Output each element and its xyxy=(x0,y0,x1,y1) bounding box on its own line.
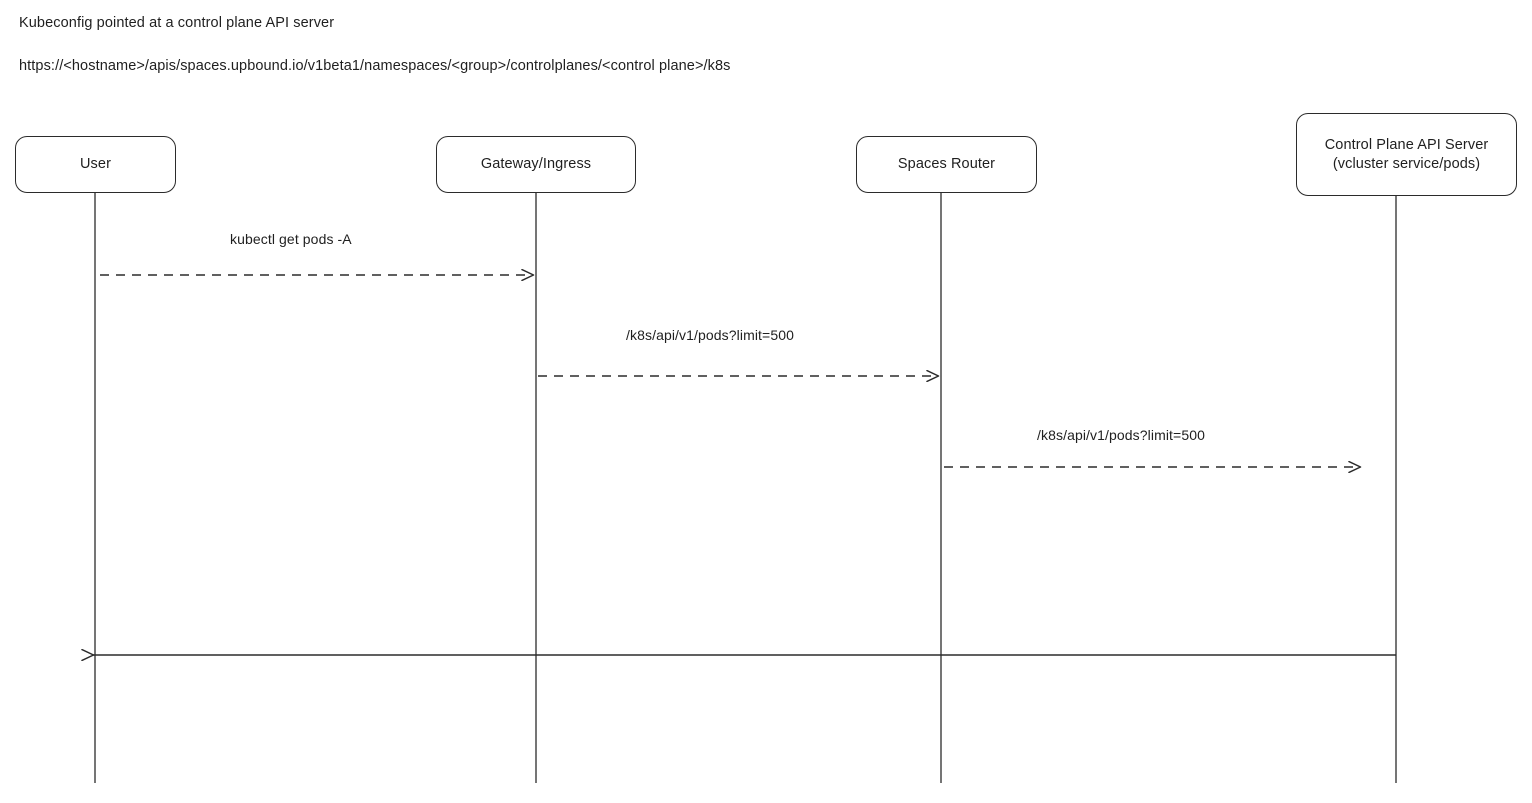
participant-label-spaces-router: Spaces Router xyxy=(897,156,996,173)
page-title: Kubeconfig pointed at a control plane AP… xyxy=(19,15,335,31)
participant-spaces-router[interactable]: Spaces Router xyxy=(856,136,1037,193)
participant-gateway[interactable]: Gateway/Ingress xyxy=(436,136,636,193)
api-server-url: https://<hostname>/apis/spaces.upbound.i… xyxy=(19,57,731,74)
message-arrows-group xyxy=(93,275,1396,655)
header-text-block: Kubeconfig pointed at a control plane AP… xyxy=(19,14,1419,76)
lifelines-group xyxy=(94,193,1397,783)
msg-pods-limit-gateway-to-router-label: /k8s/api/v1/pods?limit=500 xyxy=(626,327,794,343)
msg-pods-limit-router-to-api-label: /k8s/api/v1/pods?limit=500 xyxy=(1037,427,1205,443)
participant-label-gateway: Gateway/Ingress xyxy=(480,156,592,173)
participant-control-plane[interactable]: Control Plane API Server (vcluster servi… xyxy=(1296,113,1517,196)
participant-label-user: User xyxy=(79,156,111,173)
msg-kubectl-get-pods-label: kubectl get pods -A xyxy=(230,231,352,247)
participant-user[interactable]: User xyxy=(15,136,176,193)
participant-label-control-plane: Control Plane API Server (vcluster servi… xyxy=(1324,136,1489,172)
